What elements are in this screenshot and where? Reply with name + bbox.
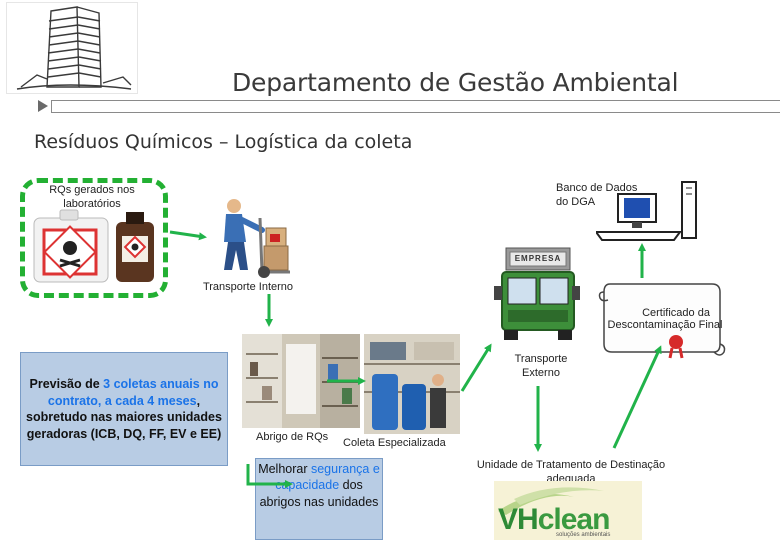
labs-label-line2: laboratórios (63, 197, 121, 210)
banco-line1: Banco de Dados (556, 182, 638, 194)
melhorar-text-part3: dos abrigos nas unidades (259, 478, 379, 509)
vhclean-logo: VHclean soluções ambientais (494, 481, 642, 540)
certificate-scroll-image (596, 278, 728, 362)
previsao-text: Previsão de 3 coletas anuais no contrato… (20, 376, 228, 442)
abrigo-label: Abrigo de RQs (256, 431, 329, 443)
previsao-text-highlight: 3 coletas anuais no contrato, a cada 4 m… (47, 377, 219, 408)
truck-image (492, 246, 580, 342)
header-bullet-icon (38, 100, 48, 112)
vhclean-leaf-icon (498, 487, 604, 515)
unidade-line1: Unidade de Tratamento de Destinação (476, 459, 666, 471)
previsao-box (20, 352, 228, 466)
empresa-label: EMPRESA (514, 254, 562, 263)
melhorar-text-part1: Melhorar (258, 462, 311, 476)
computer-image (596, 178, 700, 242)
arrow-coleta-to-melhorar (246, 464, 293, 488)
certificado-line1: Certificado da (642, 307, 710, 319)
certificado-line2: Descontaminação Final (607, 319, 723, 332)
certificado-label: Certificado da Descontaminação Final (608, 307, 732, 331)
vhclean-tagline: soluções ambientais (556, 532, 611, 538)
transporte-externo-line2: Externo (522, 366, 560, 379)
previsao-text-part3: , sobretudo nas maiores unidades gerador… (26, 393, 222, 441)
transporte-interno-label: Transporte Interno (202, 281, 294, 293)
vhclean-vh: VH (498, 503, 539, 536)
labs-label: RQs gerados nos laboratórios (36, 184, 148, 212)
arrow-unidade-to-certificado (612, 345, 662, 449)
melhorar-text: Melhorar segurança e capacidade dos abri… (255, 461, 383, 510)
arrow-coleta-to-truck (460, 343, 492, 392)
page-subtitle: Resíduos Químicos – Logística da coleta (34, 131, 413, 153)
chemical-containers-image (30, 208, 160, 284)
arrow-labs-to-transport (169, 230, 207, 241)
building-logo (6, 2, 138, 94)
banco-dados-label: Banco de Dados do DGA (556, 182, 656, 210)
unidade-tratamento-label: Unidade de Tratamento de Destinação adeq… (458, 458, 684, 483)
header-rule (51, 100, 780, 113)
vhclean-clean: clean (537, 503, 611, 536)
transporte-externo-line1: Transporte (514, 353, 568, 365)
unidade-line2: adequada (546, 473, 596, 483)
transporte-externo-label: Transporte Externo (502, 353, 580, 381)
worker-hand-truck-image (200, 196, 300, 280)
previsao-text-part1: Previsão de (29, 377, 104, 391)
labs-dashed-frame (20, 178, 168, 298)
coleta-photo (364, 334, 460, 434)
page-title: Departamento de Gestão Ambiental (232, 68, 679, 97)
banco-line2: do DGA (556, 195, 596, 208)
labs-label-line1: RQs gerados nos (49, 184, 135, 196)
coleta-label: Coleta Especializada (343, 437, 446, 449)
vhclean-wordmark: VHclean (498, 503, 611, 537)
